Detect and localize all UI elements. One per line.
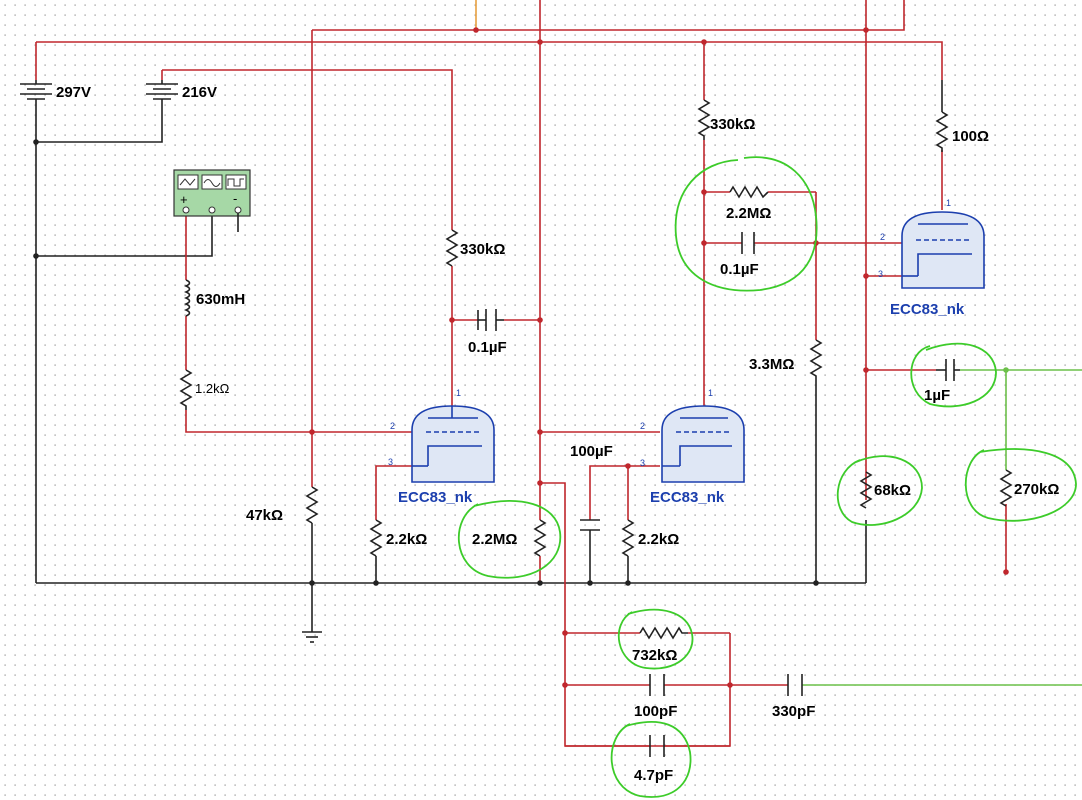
resistor-2-2m-a[interactable]: 2.2MΩ [472, 519, 547, 557]
inductor-630mh[interactable]: 630mH [183, 279, 245, 317]
resistor-270k[interactable]: 270kΩ [999, 469, 1059, 507]
capacitor-4-7p[interactable]: 4.7pF [634, 735, 673, 784]
tube3-pin3: 3 [878, 269, 883, 279]
tube1-pin2: 2 [390, 421, 395, 431]
resistor-3-3m[interactable]: 3.3MΩ [749, 339, 823, 382]
tube2-label: ECC83_nk [650, 489, 725, 506]
resistor-2-2m-b[interactable]: 2.2MΩ [726, 185, 771, 222]
capacitor-330p-label: 330pF [772, 703, 815, 720]
resistor-2-2k-b[interactable]: 2.2kΩ [621, 519, 679, 557]
tube3-label: ECC83_nk [890, 301, 965, 318]
tube3-pin2: 2 [880, 232, 885, 242]
capacitor-0-1u-b-label: 0.1µF [720, 261, 759, 278]
resistor-68k[interactable]: 68kΩ [859, 471, 911, 509]
resistor-732k-label: 732kΩ [632, 647, 677, 664]
resistor-270k-label: 270kΩ [1014, 481, 1059, 498]
function-generator[interactable]: + - [173, 169, 251, 232]
resistor-68k-label: 68kΩ [874, 482, 911, 499]
capacitor-1u[interactable]: 1µF [924, 359, 960, 404]
resistor-100[interactable]: 100Ω [935, 80, 989, 152]
ground-symbol [302, 631, 322, 643]
battery-216v-label: 216V [182, 84, 217, 101]
resistor-330k-a[interactable]: 330kΩ [445, 229, 505, 267]
resistor-732k[interactable]: 732kΩ [632, 626, 688, 664]
battery-297v[interactable]: 297V [20, 80, 91, 104]
resistor-2-2k-a-label: 2.2kΩ [386, 531, 427, 548]
tube1-pin1: 1 [456, 388, 461, 398]
tube-ecc83-stage2[interactable]: 1 2 3 ECC83_nk [640, 388, 745, 506]
capacitor-100u[interactable]: 100µF [570, 443, 613, 556]
highlight-circle-732k [617, 608, 694, 670]
resistor-3-3m-label: 3.3MΩ [749, 356, 794, 373]
tube2-pin3: 3 [640, 458, 645, 468]
fg-plus-terminal: + [180, 192, 188, 207]
resistor-2-2m-a-label: 2.2MΩ [472, 531, 517, 548]
tube2-pin1: 1 [708, 388, 713, 398]
highlight-circle-270k [964, 448, 1077, 522]
fg-minus-terminal: - [233, 191, 237, 206]
highlight-circle-feedback [674, 156, 818, 292]
tube-ecc83-stage1[interactable]: 1 2 3 ECC83_nk [388, 388, 495, 506]
capacitor-330p[interactable]: 330pF [772, 674, 815, 720]
resistor-2-2k-b-label: 2.2kΩ [638, 531, 679, 548]
resistor-2-2k-a[interactable]: 2.2kΩ [369, 519, 427, 557]
capacitor-100u-label: 100µF [570, 443, 613, 460]
tube-ecc83-stage3[interactable]: 1 2 3 ECC83_nk [878, 198, 985, 318]
resistor-1-2k-label: 1.2kΩ [195, 381, 230, 396]
square-wave-icon [227, 178, 244, 187]
resistor-1-2k[interactable]: 1.2kΩ [179, 369, 230, 410]
capacitor-0-1u-a[interactable]: 0.1µF [468, 309, 507, 356]
sine-wave-icon [203, 179, 221, 187]
resistor-330k-a-label: 330kΩ [460, 241, 505, 258]
capacitor-100p[interactable]: 100pF [634, 674, 677, 720]
highlight-circle-2-2m [457, 500, 562, 579]
capacitor-4-7p-label: 4.7pF [634, 767, 673, 784]
resistor-100-label: 100Ω [952, 128, 989, 145]
capacitor-0-1u-b[interactable]: 0.1µF [720, 232, 759, 278]
resistor-330k-b-label: 330kΩ [710, 116, 755, 133]
battery-297v-label: 297V [56, 84, 91, 101]
tube3-pin1: 1 [946, 198, 951, 208]
tube2-pin2: 2 [640, 421, 645, 431]
resistor-47k[interactable]: 47kΩ [246, 486, 319, 524]
capacitor-100p-label: 100pF [634, 703, 677, 720]
capacitor-0-1u-a-label: 0.1µF [468, 339, 507, 356]
resistor-47k-label: 47kΩ [246, 507, 283, 524]
junction-dots [33, 27, 1009, 688]
tube1-pin3: 3 [388, 457, 393, 467]
inductor-630mh-label: 630mH [196, 291, 245, 308]
highlight-annotations [457, 156, 1077, 798]
resistor-330k-b[interactable]: 330kΩ [697, 99, 755, 140]
highlight-circle-68k [836, 455, 923, 526]
tube1-label: ECC83_nk [398, 489, 473, 506]
resistor-2-2m-b-label: 2.2MΩ [726, 205, 771, 222]
triangle-wave-icon [179, 178, 196, 186]
capacitor-1u-label: 1µF [924, 387, 950, 404]
wires [35, 0, 1082, 747]
battery-216v[interactable]: 216V [146, 80, 217, 104]
highlight-circle-4-7p [610, 721, 692, 798]
highlight-circle-1u [910, 342, 997, 408]
